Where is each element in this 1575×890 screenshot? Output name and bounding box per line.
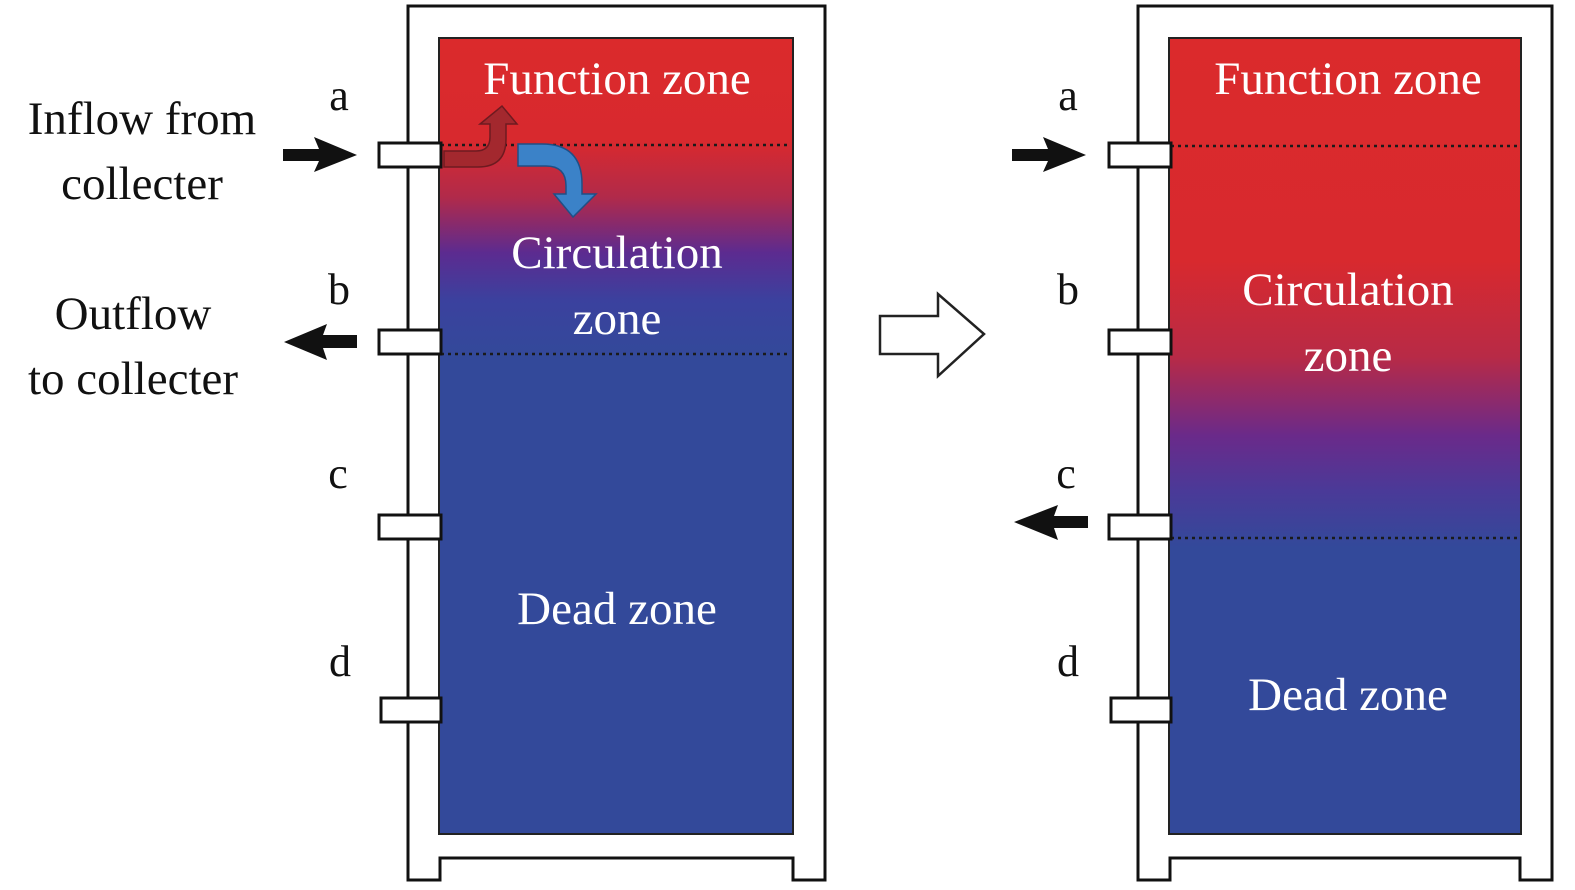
left-port-c (377, 513, 443, 541)
outflow-label-line2: to collecter (28, 353, 238, 405)
left-port-label-c: c (328, 449, 348, 498)
left-circulation-zone-label-line2: zone (573, 293, 662, 345)
right-tank: a b c d Function zone Circulation zone D… (1012, 4, 1554, 882)
inflow-label-line1: Inflow from (28, 93, 256, 145)
right-port-a (1107, 141, 1173, 169)
right-outflow-arrow-icon (1014, 505, 1088, 540)
up-curved-arrow-icon (443, 104, 519, 168)
left-dead-zone-label: Dead zone (517, 583, 717, 635)
right-port-label-c: c (1056, 449, 1076, 498)
left-tank: a b c d Function zone Circulation zone D… (28, 4, 827, 882)
outflow-label-line1: Outflow (55, 288, 212, 340)
left-port-label-d: d (329, 637, 351, 686)
right-circulation-zone-label-line2: zone (1304, 330, 1393, 382)
left-port-label-a: a (329, 71, 349, 120)
left-function-zone-label: Function zone (483, 53, 751, 105)
down-curved-arrow-icon (517, 143, 598, 219)
right-tank-interior (1168, 37, 1522, 835)
outflow-arrow-icon (284, 324, 357, 360)
left-port-label-b: b (328, 265, 350, 314)
right-function-zone-label: Function zone (1214, 53, 1482, 105)
left-tank-interior (438, 37, 794, 835)
hollow-right-arrow-icon (878, 291, 986, 379)
right-port-label-b: b (1057, 265, 1079, 314)
right-port-label-a: a (1058, 71, 1078, 120)
right-inflow-arrow-icon (1012, 137, 1086, 172)
right-circulation-zone-label-line1: Circulation (1242, 264, 1453, 316)
left-port-b (377, 328, 443, 356)
right-port-label-d: d (1057, 637, 1079, 686)
right-port-c (1107, 513, 1173, 541)
right-port-d (1109, 696, 1173, 724)
left-circulation-zone-label-line1: Circulation (511, 227, 722, 279)
right-dead-zone-label: Dead zone (1248, 669, 1448, 721)
right-port-b (1107, 328, 1173, 356)
inflow-arrow-icon (283, 137, 357, 172)
left-port-a (377, 141, 443, 169)
inflow-label-line2: collecter (61, 158, 223, 210)
left-port-d (379, 696, 443, 724)
